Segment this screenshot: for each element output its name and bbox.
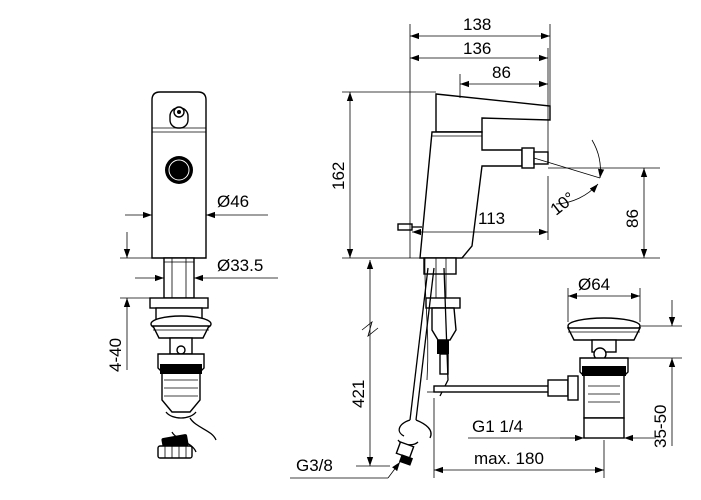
side-lever — [435, 93, 551, 133]
dim-label-height-162: 162 — [329, 162, 348, 190]
dim-label-diameter-64: Ø64 — [578, 275, 610, 294]
dim-label-max-180: max. 180 — [474, 449, 544, 468]
front-hose-fittings — [157, 434, 193, 459]
dim-label-width-86-top: 86 — [492, 63, 511, 82]
dim-range-4-40: 4-40 — [106, 232, 164, 372]
dim-max-180: max. 180 — [433, 398, 605, 478]
dim-height-162: 162 — [329, 91, 436, 259]
dim-label-angle-10: 10° — [547, 188, 579, 219]
dim-label-diameter-33-5: Ø33.5 — [217, 256, 263, 275]
dim-depth-113: 113 — [412, 176, 549, 240]
dim-label-thread-g1-1-4: G1 1/4 — [472, 417, 523, 436]
dim-height-421: 421 — [349, 260, 390, 467]
dim-label-diameter-46: Ø46 — [217, 192, 249, 211]
dim-thread-g3-8: G3/8 — [290, 456, 401, 479]
side-view: 138 136 86 162 113 — [290, 15, 682, 479]
front-view: Ø46 Ø33.5 4-40 — [106, 91, 278, 459]
waste-set — [566, 317, 642, 439]
dim-label-thread-g3-8: G3/8 — [296, 456, 333, 475]
dim-label-height-421: 421 — [349, 380, 368, 408]
dim-width-136: 136 — [410, 39, 549, 152]
dim-range-35-50: 35-50 — [628, 300, 682, 448]
dim-diameter-33-5: Ø33.5 — [135, 256, 278, 282]
dim-label-width-138: 138 — [463, 15, 491, 34]
side-mixer-body — [419, 131, 523, 259]
dim-label-range-4-40: 4-40 — [106, 338, 125, 372]
dim-label-height-86-right: 86 — [623, 209, 642, 228]
dim-width-86-top: 86 — [459, 63, 548, 98]
dim-diameter-64: Ø64 — [567, 275, 641, 322]
dim-label-depth-113: 113 — [478, 209, 505, 228]
dim-width-138: 138 — [409, 15, 551, 258]
dim-diameter-46: Ø46 — [125, 192, 268, 219]
dim-label-range-35-50: 35-50 — [651, 405, 670, 448]
dim-label-width-136: 136 — [463, 39, 491, 58]
dim-thread-g1-1-4: G1 1/4 — [468, 417, 656, 442]
side-supply-hose — [395, 267, 435, 466]
lever-knob — [169, 106, 189, 129]
